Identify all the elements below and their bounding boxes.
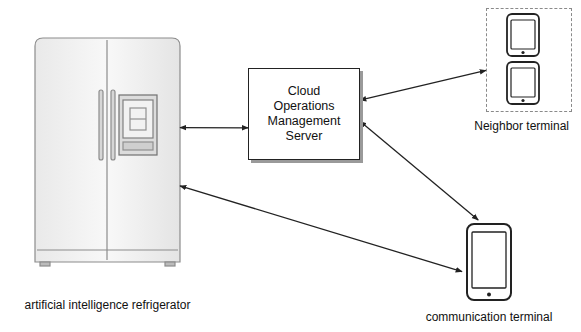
connector-arrow bbox=[180, 186, 462, 272]
phone-drawing bbox=[467, 224, 511, 300]
box-text: Cloud Operations Management Server bbox=[261, 84, 347, 144]
refrigerator-node: artificial intelligence refrigerator bbox=[35, 38, 180, 262]
phone-node: communication terminal bbox=[462, 220, 516, 306]
phone-drawing bbox=[507, 62, 539, 104]
node-label: Neighbor terminal bbox=[474, 119, 569, 133]
connector-arrow bbox=[360, 121, 478, 220]
node-label: communication terminal bbox=[426, 310, 553, 324]
server-box: Cloud Operations Management Server bbox=[248, 68, 360, 160]
node-label: artificial intelligence refrigerator bbox=[24, 298, 190, 312]
refrigerator-drawing bbox=[35, 38, 180, 266]
phone-drawing bbox=[507, 14, 539, 56]
connector-arrow bbox=[360, 70, 486, 100]
connector-arrow bbox=[180, 127, 248, 129]
terminal-group: Neighbor terminal bbox=[486, 8, 572, 112]
